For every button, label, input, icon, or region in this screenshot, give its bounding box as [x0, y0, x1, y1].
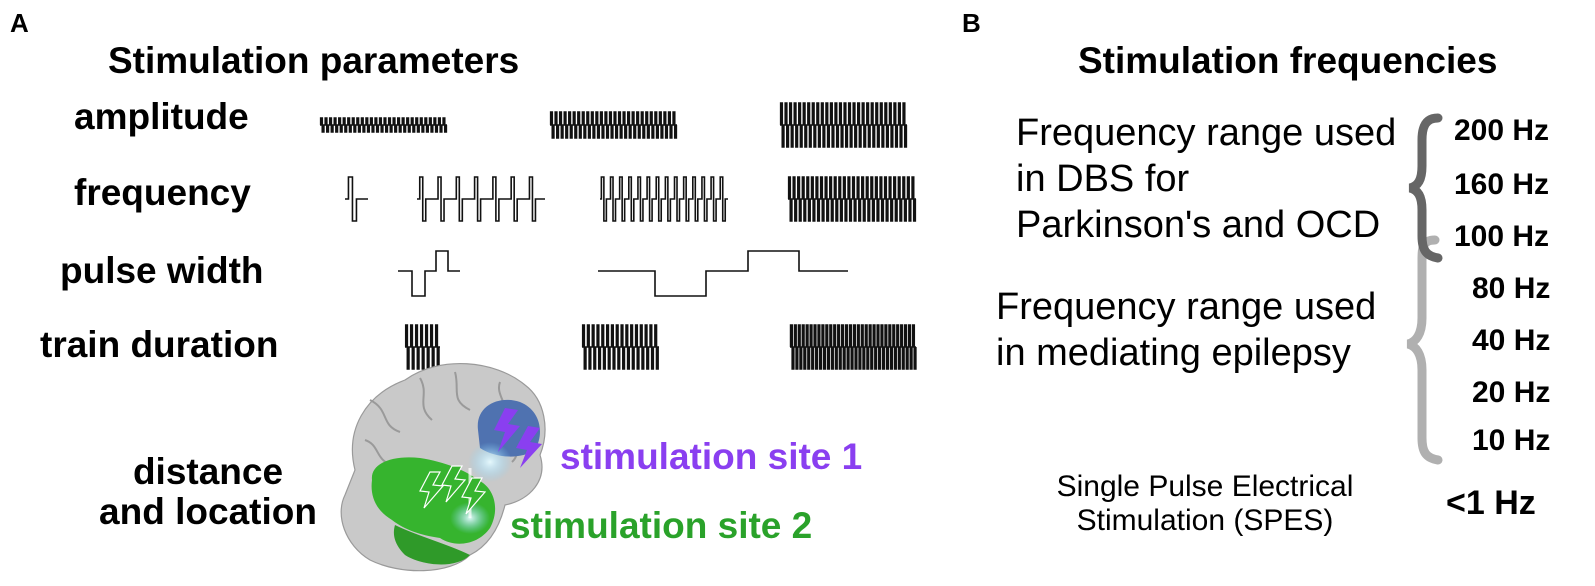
panel-b-title: Stimulation frequencies — [1078, 40, 1498, 81]
pulse-width-waveform-narrow — [398, 250, 460, 297]
pulse-width-waveform-wide — [598, 250, 848, 297]
frequency-waveform-high — [787, 176, 917, 222]
dbs-range-label: Frequency range used in DBS for Parkinso… — [1016, 110, 1396, 248]
dbs-brace — [1408, 113, 1443, 263]
dbs-range-line1: Frequency range used — [1016, 112, 1397, 154]
spes-frequency: <1 Hz — [1446, 484, 1536, 522]
frequency-waveform-mid — [600, 176, 728, 222]
train-duration-waveform-long — [789, 324, 917, 370]
lightning-bolt-icon — [516, 426, 542, 468]
param-label-amplitude: amplitude — [74, 96, 249, 137]
amplitude-waveform-high — [779, 102, 908, 148]
lightning-bolt-icon — [494, 408, 520, 452]
amplitude-waveform-low — [319, 117, 448, 133]
freq-10hz: 10 Hz — [1472, 424, 1551, 457]
stimulation-site-1-label: stimulation site 1 — [560, 436, 863, 477]
panel-a-title: Stimulation parameters — [108, 40, 520, 81]
location-label-line1: distance — [132, 451, 284, 492]
epilepsy-brace — [1406, 235, 1443, 465]
freq-200hz: 200 Hz — [1454, 114, 1550, 147]
freq-80hz: 80 Hz — [1472, 272, 1551, 305]
spes-line2: Stimulation (SPES) — [1076, 504, 1334, 537]
location-label: distance and location — [88, 452, 328, 532]
train-duration-waveform-mid — [581, 324, 659, 370]
epilepsy-range-label: Frequency range used in mediating epilep… — [996, 284, 1376, 376]
green-region-lower — [393, 525, 470, 565]
spes-line1: Single Pulse Electrical — [1056, 470, 1354, 503]
location-label-line2: and location — [99, 491, 317, 532]
freq-40hz: 40 Hz — [1472, 324, 1551, 357]
param-label-frequency: frequency — [74, 172, 251, 213]
panel-a-letter: A — [10, 8, 29, 38]
stimulation-site-2-label: stimulation site 2 — [510, 505, 813, 546]
epilepsy-range-line1: Frequency range used — [996, 286, 1377, 328]
amplitude-waveform-mid — [549, 111, 678, 139]
freq-20hz: 20 Hz — [1472, 376, 1551, 409]
train-duration-waveform-short — [404, 324, 440, 370]
frequency-waveform-low — [417, 176, 545, 222]
dbs-range-line2: in DBS for — [1016, 158, 1190, 200]
frequency-waveform-single — [345, 176, 368, 222]
panel-b-letter: B — [962, 8, 981, 38]
lightning-bolt-icon — [441, 465, 467, 503]
lightning-bolt-icon — [461, 477, 487, 515]
dbs-range-line3: Parkinson's and OCD — [1016, 204, 1381, 246]
freq-160hz: 160 Hz — [1454, 168, 1550, 201]
lightning-bolt-icon — [419, 471, 445, 509]
param-label-train-duration: train duration — [40, 324, 279, 365]
freq-100hz: 100 Hz — [1454, 220, 1550, 253]
spes-label: Single Pulse Electrical Stimulation (SPE… — [1032, 470, 1378, 538]
epilepsy-range-line2: in mediating epilepsy — [996, 332, 1351, 374]
param-label-pulse-width: pulse width — [60, 250, 264, 291]
